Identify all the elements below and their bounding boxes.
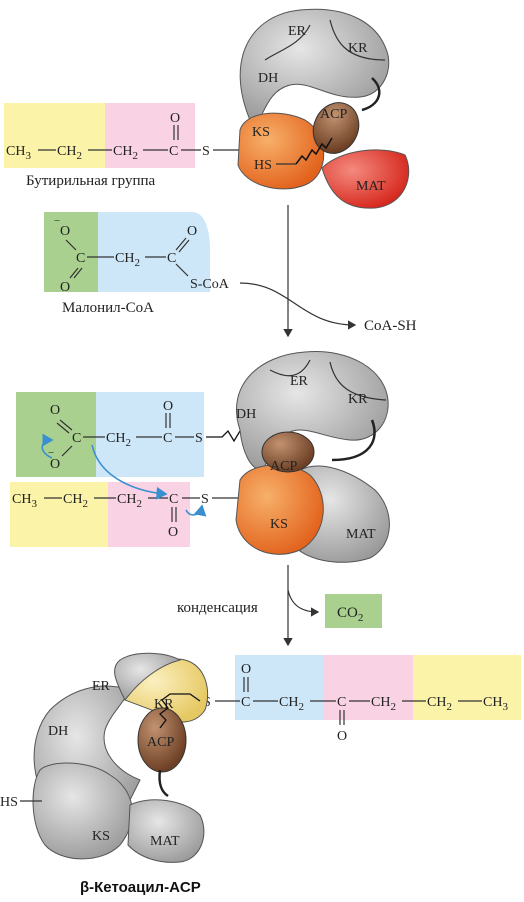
ch3-label: CH3 — [12, 492, 37, 510]
ch2-label: CH2 — [106, 431, 131, 449]
ch2-label: CH2 — [371, 695, 396, 713]
s-coa-label: S-CoA — [190, 277, 230, 292]
domain-ks-label: KS — [270, 517, 288, 532]
sulfur-label: S — [201, 492, 209, 507]
domain-kr-label: KR — [348, 41, 368, 56]
green-box-2 — [44, 212, 98, 292]
carbon-label: C — [167, 251, 176, 266]
domain-acp-label: ACP — [270, 459, 297, 474]
pink-box-1 — [105, 103, 195, 168]
coa-release-arrow — [239, 282, 357, 330]
oxygen-label: O — [60, 224, 70, 239]
domain-acp-label: ACP — [147, 735, 174, 750]
domain-er-label: ER — [288, 24, 307, 39]
domain-mat-label: MAT — [346, 527, 376, 542]
coa-sh-label: CoA-SH — [364, 318, 417, 334]
carbon-label: C — [163, 431, 172, 446]
domain-er-label: ER — [92, 679, 111, 694]
ch2-label: CH2 — [113, 144, 138, 162]
oxygen-label: O — [163, 399, 173, 414]
pink-box-5 — [323, 655, 413, 720]
domain-ks-label: KS — [92, 829, 110, 844]
blue-box-3 — [96, 392, 204, 477]
carbon-label: C — [169, 492, 178, 507]
phosphopantetheine-arm — [295, 137, 333, 165]
carbon-label: C — [72, 431, 81, 446]
yellow-box-3 — [10, 482, 108, 547]
domain-mat — [127, 799, 205, 863]
panel-2: − O C O CH2 C O S-CoA Малонил-CoA CoA-SH — [44, 205, 417, 338]
enzyme-complex-2: ER KR DH MAT KS ACP — [235, 351, 390, 563]
yellow-box-5 — [413, 655, 521, 720]
ch3-label: CH3 — [6, 144, 31, 162]
domain-mat-label: MAT — [356, 179, 386, 194]
carbon-label: C — [241, 695, 250, 710]
butyryl-group-caption: Бутирильная группа — [26, 173, 156, 189]
domain-dh-label: DH — [48, 724, 68, 739]
carbon-label: C — [169, 144, 178, 159]
sulfur-label: S — [202, 144, 210, 159]
ch2-label: CH2 — [57, 144, 82, 162]
domain-acp-label: ACP — [320, 107, 347, 122]
beta-ketoacyl-acp-caption: β-Кетоацил-ACP — [80, 879, 201, 896]
enzyme-complex-3: ER KR DH KS MAT HS ACP — [0, 652, 209, 863]
electron-arrow-1 — [41, 433, 54, 459]
ch2-label: CH2 — [115, 251, 140, 269]
oxygen-label: O — [168, 525, 178, 540]
blue-box-5 — [235, 655, 323, 720]
acp-arm — [159, 693, 201, 729]
electron-arrow-2 — [91, 444, 168, 500]
ch2-label: CH2 — [117, 492, 142, 510]
co2-release-arrow — [287, 589, 320, 617]
domain-dh-label: DH — [258, 71, 278, 86]
domain-hs-label: HS — [254, 158, 272, 173]
oxygen-label: O — [337, 729, 347, 744]
malonyl-coa-caption: Малонил-CoA — [62, 300, 154, 316]
domain-mat-label: MAT — [150, 834, 180, 849]
green-box-3 — [16, 392, 96, 477]
carbon-label: C — [337, 695, 346, 710]
yellow-box-1 — [4, 103, 105, 168]
oxygen-label: O — [187, 224, 197, 239]
grey-arc-domain — [239, 8, 390, 123]
minus-sign: − — [48, 447, 54, 459]
condensation-label: конденсация — [177, 600, 258, 616]
ch2-label: CH2 — [427, 695, 452, 713]
panel-4: конденсация CO2 — [177, 565, 382, 647]
oxygen-label: O — [50, 457, 60, 472]
oxygen-label: O — [50, 403, 60, 418]
domain-hs-label: HS — [0, 795, 18, 810]
oxygen-label: O — [241, 662, 251, 677]
domain-er-label: ER — [290, 374, 309, 389]
domain-kr-label: KR — [348, 392, 368, 407]
domain-acp — [312, 102, 360, 154]
panel-5: S C O CH2 C O CH2 CH2 CH3 ER KR DH KS MA… — [0, 652, 521, 896]
domain-ks-label: KS — [252, 125, 270, 140]
oxygen-label: O — [170, 111, 180, 126]
domain-ks — [237, 112, 325, 190]
domain-dh-label: DH — [236, 407, 256, 422]
sulfur-label: S — [195, 431, 203, 446]
panel-3: O C O − CH2 C O S CH3 CH2 CH2 C O S — [10, 351, 390, 563]
co2-box — [325, 594, 382, 628]
electron-arrow-3 — [185, 504, 207, 517]
co2-label: CO2 — [337, 605, 363, 624]
domain-ks — [235, 464, 324, 555]
enzyme-complex-1: ER KR DH MAT KS HS ACP — [237, 8, 410, 209]
domain-acp — [261, 431, 315, 473]
domain-acp — [137, 707, 187, 773]
oxygen-label: O — [60, 280, 70, 295]
domain-mat — [321, 149, 410, 209]
ch2-label: CH2 — [279, 695, 304, 713]
panel-1: CH3 CH2 CH2 C O S Бутирильная группа ER … — [4, 8, 410, 209]
blue-box-2 — [98, 212, 210, 292]
carbon-label: C — [76, 251, 85, 266]
minus-sign: − — [54, 215, 60, 227]
domain-ks — [32, 762, 133, 860]
ch3-label: CH3 — [483, 695, 508, 713]
ch2-label: CH2 — [63, 492, 88, 510]
